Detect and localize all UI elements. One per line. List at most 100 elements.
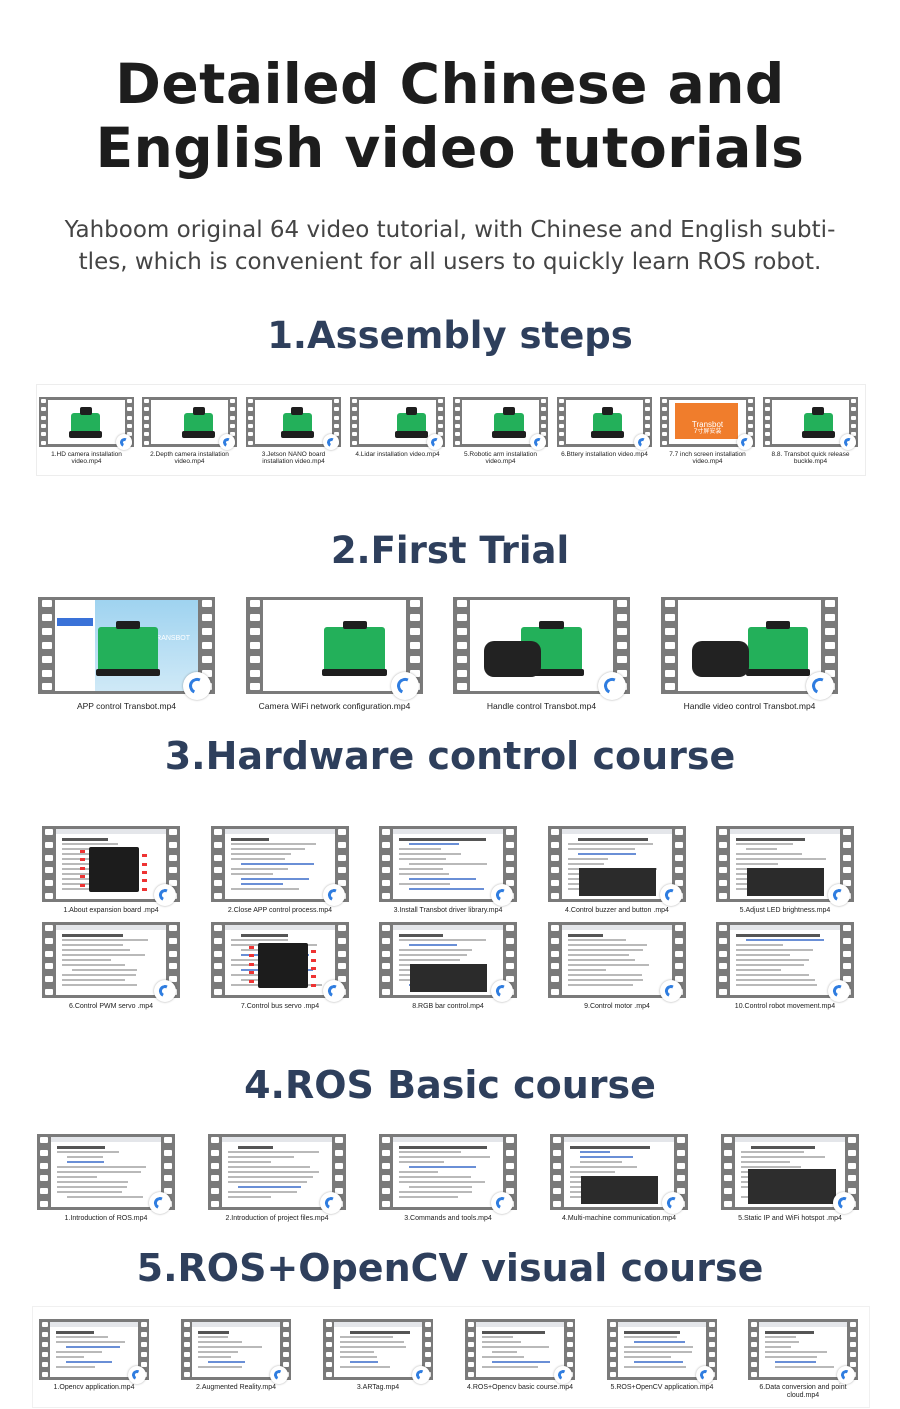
video-ros-basic-5[interactable] — [721, 1134, 859, 1215]
play-icon[interactable] — [153, 980, 176, 1003]
video-caption[interactable]: 3.Commands and tools.mp4 — [369, 1215, 527, 1223]
video-hardware-9[interactable] — [548, 922, 686, 1003]
play-icon[interactable] — [661, 1192, 684, 1215]
video-assembly-1[interactable] — [39, 397, 134, 451]
video-ros-basic-1[interactable] — [37, 1134, 175, 1215]
video-first-trial-2[interactable] — [246, 597, 423, 700]
video-caption[interactable]: 3.Install Transbot driver library.mp4 — [369, 907, 527, 915]
video-ros-basic-2[interactable] — [208, 1134, 346, 1215]
play-icon[interactable] — [427, 434, 444, 451]
play-icon[interactable] — [597, 671, 626, 700]
video-opencv-5[interactable] — [607, 1319, 717, 1384]
play-icon[interactable] — [322, 980, 345, 1003]
video-caption[interactable]: 2.Introduction of project files.mp4 — [198, 1215, 356, 1223]
video-caption[interactable]: Handle video control Transbot.mp4 — [649, 701, 850, 712]
video-caption[interactable]: 2.Close APP control process.mp4 — [201, 907, 359, 915]
play-icon[interactable] — [116, 434, 133, 451]
video-caption[interactable]: 1.Introduction of ROS.mp4 — [27, 1215, 185, 1223]
video-hardware-7[interactable] — [211, 922, 349, 1003]
play-icon[interactable] — [153, 884, 176, 907]
video-assembly-3[interactable] — [246, 397, 341, 451]
play-icon[interactable] — [554, 1365, 573, 1384]
video-opencv-4[interactable] — [465, 1319, 575, 1384]
video-opencv-6[interactable] — [748, 1319, 858, 1384]
play-icon[interactable] — [659, 980, 682, 1003]
video-caption[interactable]: APP control Transbot.mp4 — [26, 701, 227, 712]
video-opencv-1[interactable] — [39, 1319, 149, 1384]
video-ros-basic-3[interactable] — [379, 1134, 517, 1215]
play-icon[interactable] — [530, 434, 547, 451]
play-icon[interactable] — [412, 1365, 431, 1384]
video-caption[interactable]: 4.Multi-machine communication.mp4 — [540, 1215, 698, 1223]
play-icon[interactable] — [490, 1192, 513, 1215]
play-icon[interactable] — [659, 884, 682, 907]
video-opencv-2[interactable] — [181, 1319, 291, 1384]
play-icon[interactable] — [805, 671, 834, 700]
play-icon[interactable] — [490, 980, 513, 1003]
video-caption[interactable]: 5.Static IP and WiFi hotspot .mp4 — [711, 1215, 869, 1223]
video-caption[interactable]: 2.Augmented Reality.mp4 — [171, 1384, 301, 1392]
video-caption[interactable]: 3.ARTag.mp4 — [313, 1384, 443, 1392]
video-assembly-5[interactable] — [453, 397, 548, 451]
play-icon[interactable] — [219, 434, 236, 451]
video-hardware-4[interactable] — [548, 826, 686, 907]
video-caption[interactable]: 6.Control PWM servo .mp4 — [32, 1003, 190, 1011]
video-caption[interactable]: 1.Opencv application.mp4 — [29, 1384, 159, 1392]
video-hardware-1[interactable] — [42, 826, 180, 907]
video-caption[interactable]: 6.Bttery installation video.mp4 — [549, 451, 660, 458]
video-hardware-3[interactable] — [379, 826, 517, 907]
play-icon[interactable] — [270, 1365, 289, 1384]
video-hardware-5[interactable] — [716, 826, 854, 907]
video-assembly-2[interactable] — [142, 397, 237, 451]
play-icon[interactable] — [837, 1365, 856, 1384]
play-icon[interactable] — [840, 434, 857, 451]
play-icon[interactable] — [128, 1365, 147, 1384]
play-icon[interactable] — [323, 434, 340, 451]
video-caption[interactable]: Handle control Transbot.mp4 — [441, 701, 642, 712]
video-caption[interactable]: 4.Lidar installation video.mp4 — [342, 451, 453, 458]
play-icon[interactable] — [182, 671, 211, 700]
play-icon[interactable] — [319, 1192, 342, 1215]
play-icon[interactable] — [490, 884, 513, 907]
video-caption[interactable]: 4.ROS+Opencv basic course.mp4 — [455, 1384, 585, 1392]
video-hardware-2[interactable] — [211, 826, 349, 907]
video-assembly-6[interactable] — [557, 397, 652, 451]
play-icon[interactable] — [827, 980, 850, 1003]
video-assembly-8[interactable] — [763, 397, 858, 451]
video-caption[interactable]: 9.Control motor .mp4 — [538, 1003, 696, 1011]
play-icon[interactable] — [148, 1192, 171, 1215]
video-assembly-4[interactable] — [350, 397, 445, 451]
video-opencv-3[interactable] — [323, 1319, 433, 1384]
play-icon[interactable] — [737, 434, 754, 451]
video-hardware-10[interactable] — [716, 922, 854, 1003]
video-first-trial-3[interactable] — [453, 597, 630, 700]
play-icon[interactable] — [832, 1192, 855, 1215]
video-caption[interactable]: 1.About expansion board .mp4 — [32, 907, 190, 915]
video-first-trial-4[interactable] — [661, 597, 838, 700]
video-caption[interactable]: 5.Adjust LED brightness.mp4 — [706, 907, 864, 915]
video-caption[interactable]: 4.Control buzzer and button .mp4 — [538, 907, 696, 915]
video-ros-basic-4[interactable] — [550, 1134, 688, 1215]
play-icon[interactable] — [827, 884, 850, 907]
play-icon[interactable] — [390, 671, 419, 700]
play-icon[interactable] — [634, 434, 651, 451]
play-icon[interactable] — [322, 884, 345, 907]
video-caption[interactable]: 5.ROS+OpenCV application.mp4 — [597, 1384, 727, 1392]
video-hardware-8[interactable] — [379, 922, 517, 1003]
play-icon[interactable] — [696, 1365, 715, 1384]
video-hardware-6[interactable] — [42, 922, 180, 1003]
thumb-transbot-label: Transbot — [691, 419, 724, 429]
video-caption[interactable]: 8.RGB bar control.mp4 — [369, 1003, 527, 1011]
video-first-trial-1[interactable]: TRANSBOT — [38, 597, 215, 700]
video-caption[interactable]: Camera WiFi network configuration.mp4 — [234, 701, 435, 712]
video-caption[interactable]: 7.Control bus servo .mp4 — [201, 1003, 359, 1011]
video-caption[interactable]: 10.Control robot movement.mp4 — [706, 1003, 864, 1011]
